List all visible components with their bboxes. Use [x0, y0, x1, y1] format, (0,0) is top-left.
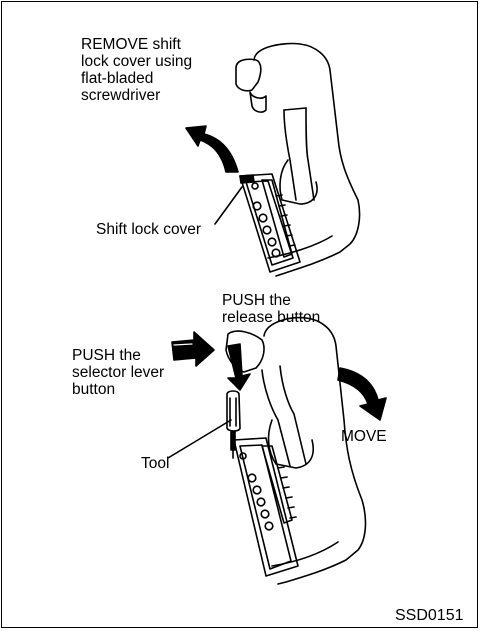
push-arrow-icon [172, 332, 214, 366]
shift-lock-cover-label: Shift lock cover [96, 221, 201, 238]
remove-cover-instruction: REMOVE shift lock cover using flat-blade… [81, 36, 192, 104]
bottom-shift-lever-icon [226, 318, 365, 584]
top-shift-lever-icon [215, 44, 360, 276]
move-label: MOVE [341, 428, 387, 445]
curved-arrow-icon [338, 368, 386, 420]
push-selector-button-label: PUSH the selector lever button [72, 347, 164, 398]
curved-arrow-icon [186, 126, 238, 172]
push-release-button-label: PUSH the release button [222, 292, 320, 326]
push-arrow-icon [228, 344, 250, 390]
figure-code: SSD0151 [395, 607, 464, 624]
tool-label: Tool [141, 455, 169, 472]
screwdriver-icon [168, 391, 240, 458]
